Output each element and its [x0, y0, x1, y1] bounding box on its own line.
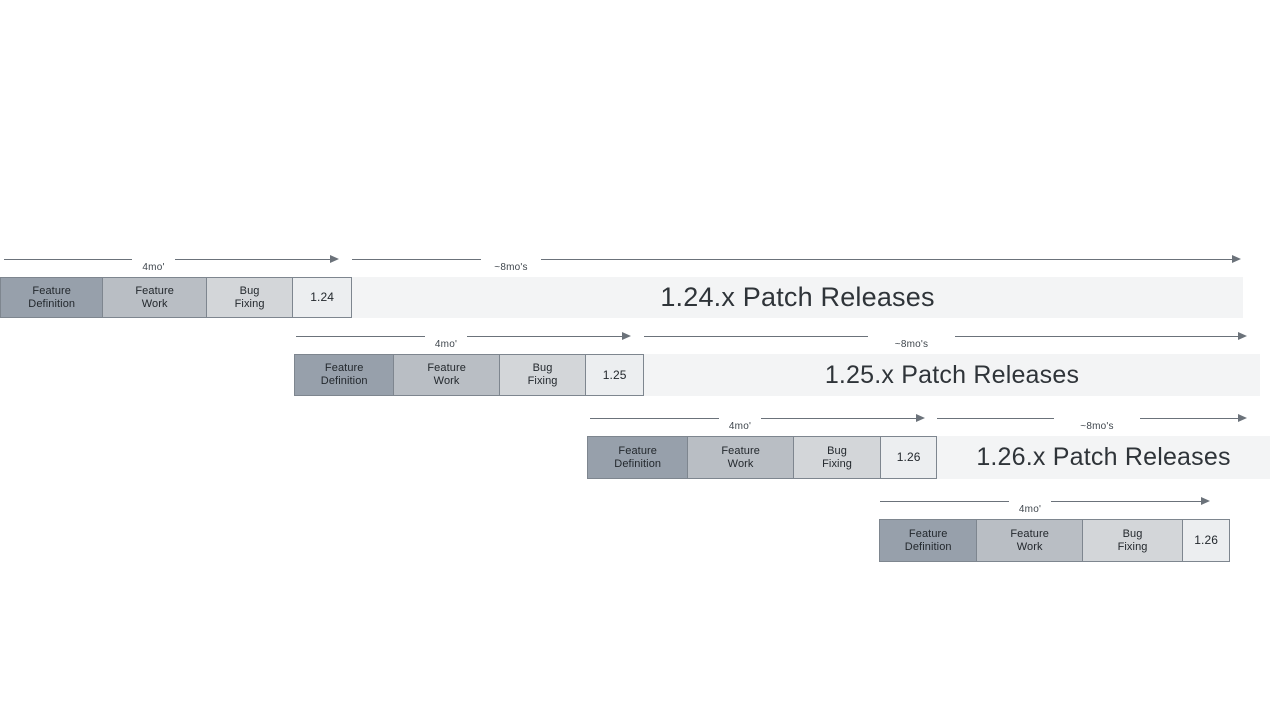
- phase-label-line-1: Feature: [908, 527, 948, 540]
- phase-label-line-1: Feature: [427, 362, 466, 374]
- support-duration-label-1-25: ~8mo's: [894, 339, 929, 350]
- version-label: 1.24: [310, 290, 335, 304]
- phase-label-line-2: Fixing: [822, 457, 853, 470]
- support-arrow-line-right-1-25: [955, 336, 1238, 337]
- support-arrow-head-1-25: [1238, 332, 1247, 340]
- phase-version-1-26-next[interactable]: 1.26: [1183, 520, 1229, 561]
- support-arrow-line-left-1-25: [644, 336, 868, 337]
- phase-label-line-2: Work: [727, 457, 754, 470]
- phase-label-line-1: Feature: [721, 444, 760, 457]
- dev-arrow-head-1-25: [622, 332, 631, 340]
- patch-release-label-1-24: 1.24.x Patch Releases: [660, 282, 935, 312]
- dev-duration-label-1-24: 4mo': [142, 262, 165, 273]
- phase-version-1-24[interactable]: 1.24: [293, 278, 351, 317]
- phase-label-line-1: Bug: [827, 444, 847, 457]
- version-label: 1.26: [896, 450, 921, 464]
- dev-arrow-head-1-26: [916, 414, 925, 422]
- phase-feature-work-1-26[interactable]: Feature Work: [688, 437, 794, 478]
- phase-label-line-1: Feature: [32, 284, 72, 297]
- phase-track-1-24: Feature Definition Feature Work Bug Fixi…: [0, 277, 352, 318]
- patch-release-bar-1-24: 1.24.x Patch Releases: [352, 277, 1243, 318]
- phase-version-1-25[interactable]: 1.25: [586, 355, 643, 395]
- support-arrow-line-left-1-26: [937, 418, 1054, 419]
- phase-label-line-1: Bug: [1122, 527, 1143, 540]
- phase-label-line-1: Feature: [618, 444, 658, 457]
- phase-bug-fixing-1-26-next[interactable]: Bug Fixing: [1082, 520, 1184, 561]
- support-arrow-line-right-1-26: [1140, 418, 1238, 419]
- dev-arrow-line-left-1-25: [296, 336, 425, 337]
- duration-arrows-1-26-next: 4mo': [0, 492, 1210, 515]
- patch-release-label-1-25: 1.25.x Patch Releases: [824, 360, 1080, 389]
- phase-label-line-1: Feature: [135, 284, 174, 297]
- dev-arrow-line-left-1-24: [4, 259, 132, 260]
- phase-label-line-2: Fixing: [1117, 540, 1148, 553]
- patch-release-bar-1-25: 1.25.x Patch Releases: [644, 354, 1260, 396]
- phase-label-line-2: Work: [433, 375, 460, 387]
- phase-label-line-2: Fixing: [234, 297, 265, 310]
- dev-duration-label-1-26: 4mo': [728, 421, 752, 432]
- phase-label-line-1: Bug: [239, 284, 260, 297]
- dev-arrow-line-left-1-26: [590, 418, 719, 419]
- dev-arrow-line-right-1-26: [761, 418, 916, 419]
- phase-bug-fixing-1-24[interactable]: Bug Fixing: [206, 278, 294, 317]
- phase-label-line-2: Definition: [904, 540, 952, 553]
- phase-feature-definition-1-25[interactable]: Feature Definition: [295, 355, 395, 395]
- phase-label-line-2: Definition: [320, 375, 368, 387]
- dev-arrow-line-right-1-24: [175, 259, 330, 260]
- phase-label-line-2: Work: [141, 297, 168, 310]
- version-label: 1.26: [1194, 533, 1218, 547]
- duration-arrows-1-24: 4mo' ~8mo's: [0, 250, 1243, 273]
- patch-release-bar-1-26: 1.26.x Patch Releases: [937, 436, 1270, 479]
- dev-duration-label-1-25: 4mo': [434, 339, 458, 350]
- phase-feature-definition-1-24[interactable]: Feature Definition: [1, 278, 104, 317]
- phase-bug-fixing-1-25[interactable]: Bug Fixing: [499, 355, 587, 395]
- phase-label-line-1: Feature: [1010, 527, 1049, 540]
- dev-arrow-line-right-1-26-next: [1051, 501, 1206, 502]
- phase-feature-definition-1-26[interactable]: Feature Definition: [588, 437, 689, 478]
- duration-arrows-1-25: 4mo' ~8mo's: [0, 327, 1260, 350]
- support-arrow-line-right-1-24: [541, 259, 1232, 260]
- phase-label-line-2: Definition: [614, 457, 662, 470]
- phase-feature-work-1-24[interactable]: Feature Work: [103, 278, 207, 317]
- duration-arrows-1-26: 4mo' ~8mo's: [0, 409, 1270, 432]
- dev-arrow-line-left-1-26-next: [880, 501, 1009, 502]
- dev-arrow-line-right-1-25: [467, 336, 622, 337]
- phase-feature-work-1-26-next[interactable]: Feature Work: [977, 520, 1083, 561]
- phase-feature-work-1-25[interactable]: Feature Work: [394, 355, 500, 395]
- dev-arrow-head-1-26-next: [1201, 497, 1210, 505]
- phase-feature-definition-1-26-next[interactable]: Feature Definition: [880, 520, 978, 561]
- support-duration-label-1-24: ~8mo's: [494, 262, 528, 273]
- phase-label-line-1: Feature: [324, 362, 364, 374]
- dev-duration-label-1-26-next: 4mo': [1018, 504, 1042, 515]
- version-label: 1.25: [602, 367, 627, 382]
- support-arrow-line-left-1-24: [352, 259, 481, 260]
- dev-arrow-head-1-24: [330, 255, 339, 263]
- phase-track-1-25: Feature Definition Feature Work Bug Fixi…: [294, 354, 644, 396]
- phase-label-line-1: Bug: [532, 362, 553, 374]
- support-duration-label-1-26: ~8mo's: [1080, 421, 1114, 432]
- support-arrow-head-1-26: [1238, 414, 1247, 422]
- patch-release-label-1-26: 1.26.x Patch Releases: [976, 443, 1231, 471]
- phase-track-1-26-next: Feature Definition Feature Work Bug Fixi…: [879, 519, 1230, 562]
- phase-version-1-26[interactable]: 1.26: [881, 437, 936, 478]
- phase-label-line-2: Fixing: [527, 375, 558, 387]
- phase-label-line-2: Definition: [28, 297, 76, 310]
- support-arrow-head-1-24: [1232, 255, 1241, 263]
- phase-track-1-26: Feature Definition Feature Work Bug Fixi…: [587, 436, 937, 479]
- phase-label-line-2: Work: [1016, 540, 1043, 553]
- phase-bug-fixing-1-26[interactable]: Bug Fixing: [793, 437, 882, 478]
